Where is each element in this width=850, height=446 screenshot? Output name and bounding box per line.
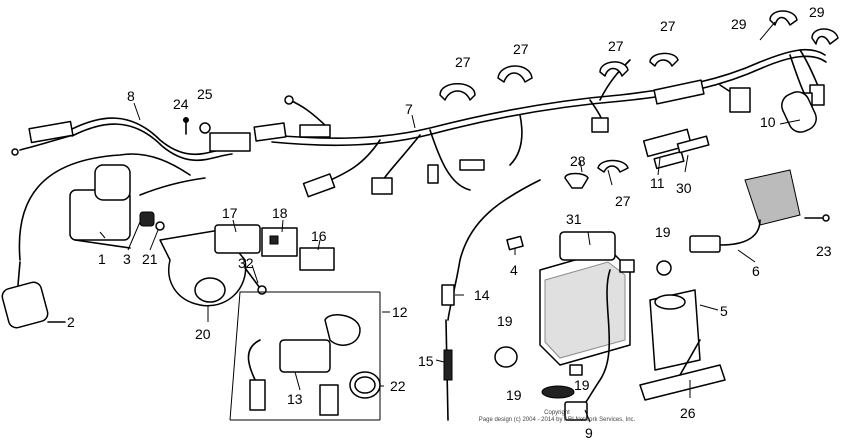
relay-16[interactable] [299, 247, 335, 271]
battery-case[interactable] [649, 289, 701, 371]
callout-5: 5 [720, 303, 728, 319]
copyright-line-1: Copyright [544, 410, 570, 416]
battery[interactable] [539, 231, 635, 366]
callout-21: 21 [142, 251, 158, 267]
callout-31: 31 [566, 211, 582, 227]
cushion-19-left[interactable] [494, 346, 518, 368]
callout-19-left: 19 [497, 313, 513, 329]
callout-20: 20 [195, 326, 211, 342]
callout-24: 24 [173, 96, 189, 112]
cushion-19-top[interactable] [656, 260, 672, 276]
callout-11: 11 [650, 175, 665, 191]
ignition-switch-group[interactable] [229, 291, 381, 421]
callout-1: 1 [98, 251, 106, 267]
callout-27-b: 27 [513, 41, 529, 57]
clamp-27a[interactable] [439, 83, 476, 101]
part-4[interactable] [506, 235, 524, 251]
callout-22: 22 [390, 378, 406, 394]
callout-27-e: 27 [615, 193, 631, 209]
callout-28: 28 [570, 153, 586, 169]
cushion-19-bottom[interactable] [541, 385, 575, 399]
collar-21[interactable] [155, 221, 165, 231]
callout-25: 25 [197, 86, 213, 102]
callout-2: 2 [67, 314, 75, 330]
clamp-27d[interactable] [649, 52, 679, 67]
callout-13: 13 [287, 391, 303, 407]
callout-10: 10 [760, 114, 776, 130]
main-wire-harness[interactable] [253, 48, 827, 198]
callout-27-a: 27 [455, 54, 471, 70]
regulator-rectifier[interactable] [689, 169, 801, 253]
callout-6: 6 [752, 263, 760, 279]
fuse-30[interactable] [676, 135, 710, 154]
callout-19-bottom-left: 19 [506, 387, 522, 403]
leader-lines [99, 21, 801, 423]
ignition-coil[interactable] [18, 153, 206, 261]
winker-relay[interactable] [214, 224, 261, 254]
cushion-19-right[interactable] [569, 364, 583, 376]
bolt-24[interactable] [183, 117, 189, 135]
o-ring-22[interactable] [349, 371, 381, 399]
callout-8: 8 [127, 88, 135, 104]
copyright-notice: Copyright Page design (c) 2004 - 2014 by… [467, 410, 647, 424]
screw-32[interactable] [244, 267, 267, 295]
washer-25[interactable] [199, 122, 211, 134]
callout-numbers: 1 2 3 4 5 6 7 8 9 10 11 12 13 14 15 16 1… [67, 4, 832, 441]
callout-9: 9 [585, 425, 593, 441]
cable-14[interactable] [441, 179, 541, 421]
callout-29-a: 29 [731, 16, 747, 32]
clamp-27b[interactable] [497, 65, 533, 83]
collar-3[interactable] [139, 211, 155, 227]
callout-19-bottom-right: 19 [574, 377, 590, 393]
callout-32: 32 [238, 255, 254, 271]
copyright-line-2: Page design (c) 2004 - 2014 by ARI Netwo… [478, 417, 636, 423]
battery-band[interactable] [639, 339, 726, 401]
callout-7: 7 [405, 101, 413, 117]
clamp-29a[interactable] [769, 10, 798, 26]
clamp-29b[interactable] [811, 28, 839, 45]
battery-cable[interactable] [564, 269, 611, 421]
callout-26: 26 [680, 405, 696, 421]
callout-18: 18 [272, 205, 288, 221]
callout-27-d: 27 [660, 18, 676, 34]
callout-16: 16 [311, 228, 327, 244]
callout-17: 17 [222, 205, 238, 221]
callout-29-b: 29 [809, 4, 825, 20]
callout-27-c: 27 [608, 38, 624, 54]
callout-12: 12 [392, 304, 408, 320]
callout-3: 3 [123, 251, 131, 267]
callout-14: 14 [474, 287, 490, 303]
clamp-27e[interactable] [597, 159, 629, 173]
fuse-holder-18[interactable] [261, 227, 298, 257]
callout-15: 15 [418, 353, 434, 369]
clamp-27c[interactable] [599, 61, 629, 77]
bolt-23[interactable] [804, 214, 830, 222]
sub-wire-harness[interactable] [11, 117, 251, 161]
fuse-11[interactable] [642, 128, 693, 170]
cable-15[interactable] [443, 349, 453, 381]
callout-19-top: 19 [655, 224, 671, 240]
callout-4: 4 [510, 262, 518, 278]
callout-23: 23 [816, 243, 832, 259]
clamp-28[interactable] [564, 172, 589, 189]
callout-30: 30 [676, 180, 692, 196]
spark-plug-cap[interactable] [1, 261, 66, 329]
